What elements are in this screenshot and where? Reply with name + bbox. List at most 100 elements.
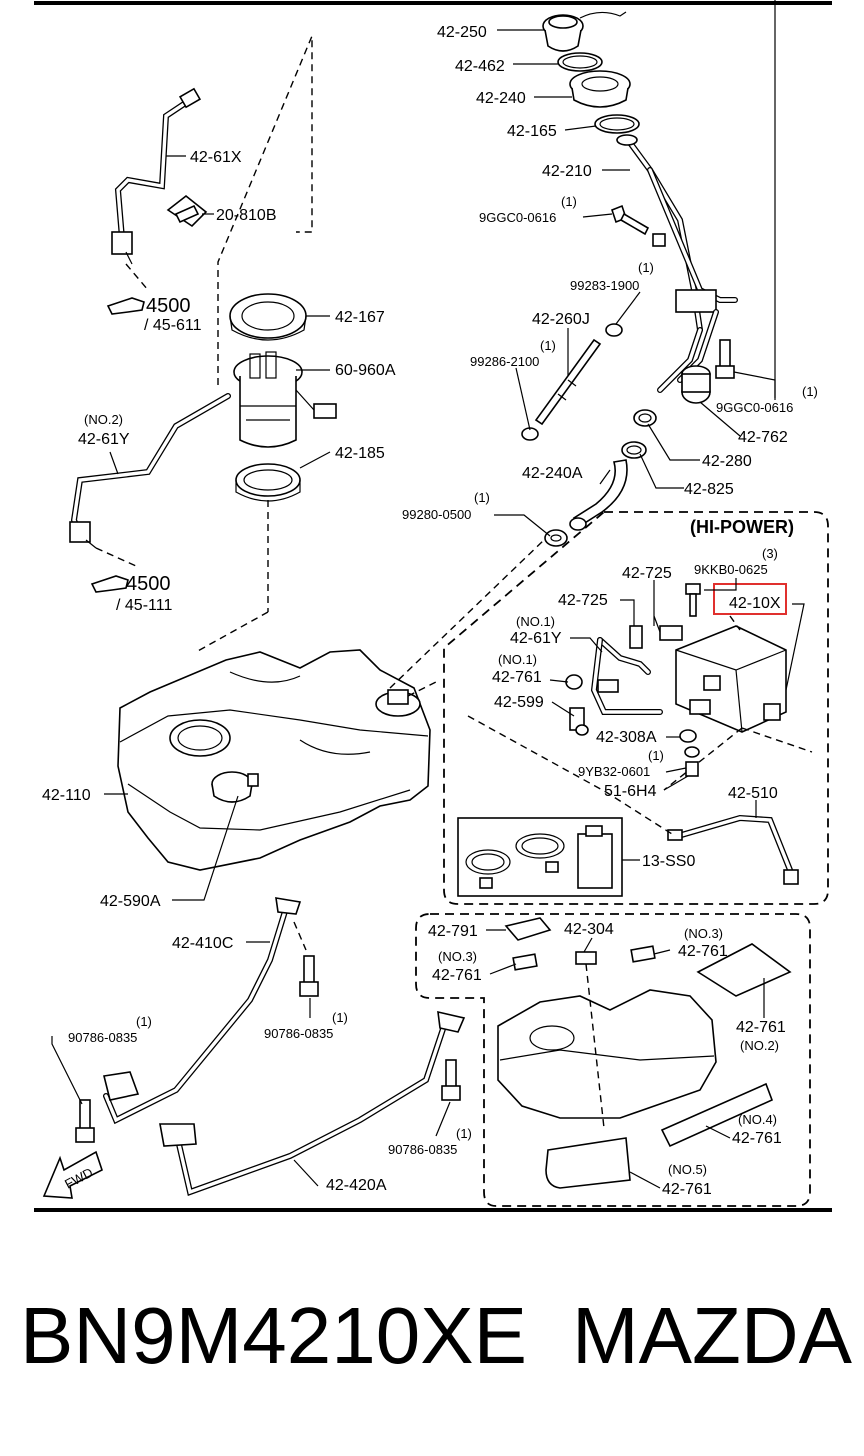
washer-42-308a[interactable] bbox=[679, 729, 697, 743]
tank-outline-lower[interactable] bbox=[497, 989, 717, 1119]
label-42-167[interactable]: 42-167 bbox=[335, 309, 385, 326]
label-42-462[interactable]: 42-462 bbox=[455, 58, 505, 75]
label-42-304[interactable]: 42-304 bbox=[564, 921, 614, 938]
fuel-line-42-61y[interactable] bbox=[69, 393, 231, 549]
canister-42-10x[interactable] bbox=[675, 625, 787, 733]
label-90786-0835-a[interactable]: 90786-0835 bbox=[68, 1030, 137, 1045]
label-ref-45-111[interactable]: / 45-111 bbox=[116, 597, 172, 614]
bolt-9ggc0-0616-top[interactable] bbox=[611, 204, 650, 236]
label-42-762[interactable]: 42-762 bbox=[738, 429, 788, 446]
label-ref-45-611[interactable]: / 45-611 bbox=[144, 317, 202, 334]
label-42-761-hp[interactable]: 42-761 bbox=[492, 669, 542, 686]
label-9ggc-top[interactable]: 9GGC0-0616 bbox=[479, 210, 556, 225]
fuel-cap-42-250[interactable] bbox=[542, 11, 627, 52]
bolt-9ggc0-0616-right[interactable] bbox=[715, 339, 735, 379]
kit-13-ss0[interactable] bbox=[457, 817, 623, 897]
label-42-725-b[interactable]: 42-725 bbox=[558, 592, 608, 609]
vent-line-42-510[interactable] bbox=[667, 814, 799, 885]
label-99286-2100[interactable]: 99286-2100 bbox=[470, 354, 539, 369]
label-42-725-a[interactable]: 42-725 bbox=[622, 565, 672, 582]
label-42-599[interactable]: 42-599 bbox=[494, 694, 544, 711]
label-42-240a[interactable]: 42-240A bbox=[522, 465, 583, 482]
connector-42-725-b[interactable] bbox=[629, 625, 643, 649]
label-42-240[interactable]: 42-240 bbox=[476, 90, 526, 107]
clip-20-810b[interactable] bbox=[166, 194, 208, 228]
filler-cap-42-590a[interactable] bbox=[211, 771, 259, 803]
label-90786-0835-c[interactable]: 90786-0835 bbox=[388, 1142, 457, 1157]
label-99280-0500[interactable]: 99280-0500 bbox=[402, 507, 471, 522]
strap-42-410c[interactable] bbox=[103, 897, 302, 1125]
label-42-761-no3a[interactable]: 42-761 bbox=[678, 943, 728, 960]
hose-clamp-42-825[interactable] bbox=[621, 441, 647, 459]
bolt-90786-0835-a[interactable] bbox=[75, 1099, 95, 1143]
fuel-line-42-61y-hp[interactable] bbox=[590, 637, 663, 715]
label-42-260j[interactable]: 42-260J bbox=[532, 311, 590, 328]
label-9yb32-0601[interactable]: 9YB32-0601 bbox=[578, 764, 650, 779]
insulator-42-761-no4[interactable] bbox=[660, 1082, 774, 1148]
label-42-761-no3b[interactable]: 42-761 bbox=[432, 967, 482, 984]
label-42-510[interactable]: 42-510 bbox=[728, 785, 778, 802]
label-60-960a[interactable]: 60-960A bbox=[335, 362, 396, 379]
label-42-761-no2[interactable]: 42-761 bbox=[736, 1019, 786, 1036]
insulator-42-761-no3b[interactable] bbox=[512, 953, 538, 971]
label-42-110[interactable]: 42-110 bbox=[42, 787, 91, 804]
label-99283-1900[interactable]: 99283-1900 bbox=[570, 278, 639, 293]
filler-hose-42-240a[interactable] bbox=[569, 459, 628, 531]
insulator-42-761-no5[interactable] bbox=[545, 1137, 631, 1189]
label-42-61y[interactable]: 42-61Y bbox=[78, 431, 130, 448]
label-42-250[interactable]: 42-250 bbox=[437, 24, 487, 41]
bolt-90786-0835-c[interactable] bbox=[441, 1059, 461, 1101]
insulator-42-791[interactable] bbox=[504, 917, 552, 941]
gasket-42-165[interactable] bbox=[594, 114, 640, 134]
breather-hose-42-260j[interactable] bbox=[534, 338, 602, 426]
gasket-42-462[interactable] bbox=[557, 52, 603, 72]
strap-42-420a[interactable] bbox=[159, 1010, 466, 1196]
label-42-185[interactable]: 42-185 bbox=[335, 445, 385, 462]
label-9yb32-qty: (1) bbox=[648, 748, 664, 763]
label-ref-4500-a[interactable]: 4500 bbox=[146, 295, 191, 317]
label-42-410c[interactable]: 42-410C bbox=[172, 935, 233, 952]
clamp-99280-0500[interactable] bbox=[544, 529, 568, 547]
label-42-61y-hp[interactable]: 42-61Y bbox=[510, 630, 562, 647]
hose-42-761-no1[interactable] bbox=[565, 674, 583, 690]
bolt-51-6h4[interactable] bbox=[685, 761, 699, 777]
label-99286-qty: (1) bbox=[540, 338, 556, 353]
fuel-pump-60-960a[interactable] bbox=[233, 351, 337, 448]
label-42-761-no4[interactable]: 42-761 bbox=[732, 1130, 782, 1147]
label-42-590a[interactable]: 42-590A bbox=[100, 893, 161, 910]
label-42-420a[interactable]: 42-420A bbox=[326, 1177, 387, 1194]
filler-pipe-42-210[interactable] bbox=[616, 134, 738, 393]
bolt-9kkb0-0625[interactable] bbox=[685, 583, 701, 617]
insulator-42-761-no2[interactable] bbox=[696, 943, 792, 997]
valve-42-599[interactable] bbox=[569, 707, 589, 736]
insulator-42-304[interactable] bbox=[575, 951, 597, 965]
clamp-99283-1900[interactable] bbox=[605, 323, 623, 337]
label-42-165[interactable]: 42-165 bbox=[507, 123, 557, 140]
insulator-42-761-no3a[interactable] bbox=[630, 945, 656, 963]
label-20-810b[interactable]: 20-810B bbox=[216, 207, 277, 224]
label-51-6h4[interactable]: 51-6H4 bbox=[604, 783, 657, 800]
label-42-280[interactable]: 42-280 bbox=[702, 453, 752, 470]
label-42-308a[interactable]: 42-308A bbox=[596, 729, 657, 746]
connector-42-725-a[interactable] bbox=[653, 615, 683, 641]
bolt-90786-0835-b[interactable] bbox=[299, 955, 319, 997]
gasket-42-185[interactable] bbox=[235, 463, 301, 502]
cover-42-240[interactable] bbox=[569, 70, 631, 108]
label-ref-4500-b[interactable]: 4500 bbox=[126, 573, 171, 595]
label-9kkb0-0625[interactable]: 9KKB0-0625 bbox=[694, 562, 768, 577]
label-42-61x[interactable]: 42-61X bbox=[190, 149, 242, 166]
washer-9yb32-0601[interactable] bbox=[684, 746, 700, 758]
fuel-line-42-61x[interactable] bbox=[111, 87, 202, 265]
label-42-791[interactable]: 42-791 bbox=[428, 923, 478, 940]
label-42-825[interactable]: 42-825 bbox=[684, 481, 734, 498]
label-13-ss0[interactable]: 13-SS0 bbox=[642, 853, 695, 870]
fuel-tank-42-110[interactable] bbox=[117, 649, 431, 871]
lock-ring-42-167[interactable] bbox=[229, 293, 307, 341]
label-42-761-no5[interactable]: 42-761 bbox=[662, 1181, 712, 1198]
label-9ggc-right[interactable]: 9GGC0-0616 bbox=[716, 400, 793, 415]
label-90786-0835-b[interactable]: 90786-0835 bbox=[264, 1026, 333, 1041]
hose-42-762[interactable] bbox=[681, 365, 711, 404]
hose-clamp-42-280[interactable] bbox=[633, 409, 657, 427]
label-42-210[interactable]: 42-210 bbox=[542, 163, 592, 180]
label-42-10x[interactable]: 42-10X bbox=[729, 595, 781, 612]
